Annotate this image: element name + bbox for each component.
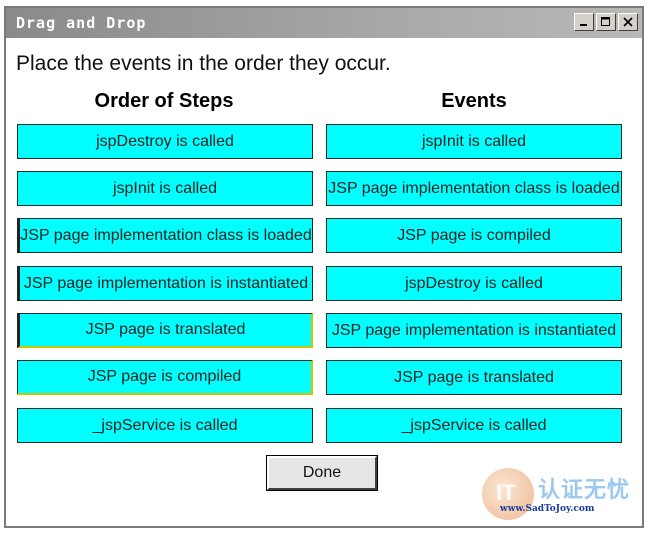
step-slot-5[interactable]: JSP page is translated [17, 313, 313, 348]
watermark-logo: IT 认证无忧 www.SadToJoy.com [480, 462, 640, 522]
watermark-it-text: IT [496, 480, 516, 505]
done-button[interactable]: Done [266, 455, 378, 491]
event-item-2[interactable]: JSP page implementation class is loaded [326, 171, 622, 206]
minimize-icon[interactable] [574, 13, 594, 31]
event-item-4[interactable]: jspDestroy is called [326, 266, 622, 301]
close-icon[interactable] [618, 13, 638, 31]
instruction-text: Place the events in the order they occur… [16, 52, 391, 75]
window-controls [574, 13, 638, 31]
watermark-chinese-text: 认证无忧 [538, 477, 631, 502]
event-item-1[interactable]: jspInit is called [326, 124, 622, 159]
maximize-icon[interactable] [596, 13, 616, 31]
event-item-5[interactable]: JSP page implementation is instantiated [326, 313, 622, 348]
order-of-steps-header: Order of Steps [94, 90, 234, 112]
step-slot-6[interactable]: JSP page is compiled [17, 360, 313, 395]
drag-and-drop-window: Drag and Drop Place the events in the or… [4, 6, 644, 528]
title-bar[interactable]: Drag and Drop [6, 8, 642, 38]
watermark-circle-icon [482, 468, 534, 520]
events-header: Events [441, 90, 507, 112]
window-title: Drag and Drop [16, 14, 147, 32]
step-slot-2[interactable]: jspInit is called [17, 171, 313, 206]
event-item-6[interactable]: JSP page is translated [326, 360, 622, 395]
step-slot-4[interactable]: JSP page implementation is instantiated [17, 266, 313, 301]
watermark-url: www.SadToJoy.com [500, 504, 595, 514]
step-slot-3[interactable]: JSP page implementation class is loaded [17, 218, 313, 253]
step-slot-1[interactable]: jspDestroy is called [17, 124, 313, 159]
event-item-3[interactable]: JSP page is compiled [326, 218, 622, 253]
event-item-7[interactable]: _jspService is called [326, 408, 622, 443]
step-slot-7[interactable]: _jspService is called [17, 408, 313, 443]
